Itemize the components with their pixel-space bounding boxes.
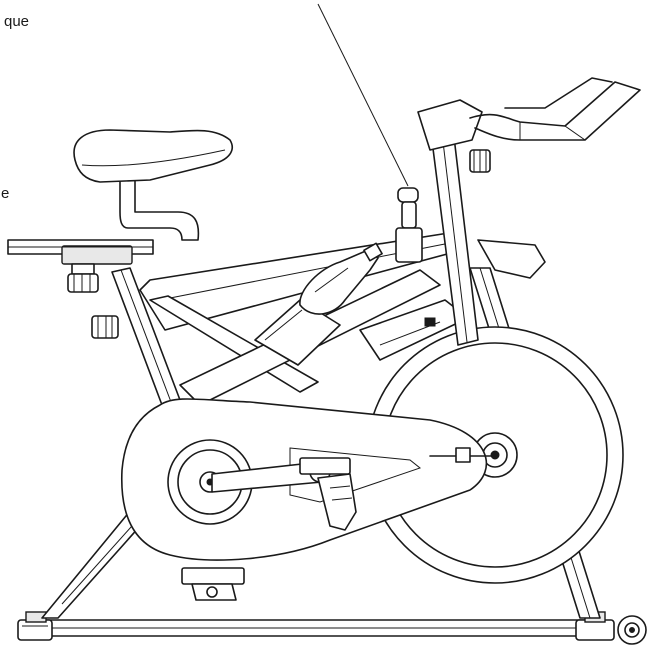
seat-post-knob — [91, 315, 119, 339]
transport-wheel — [617, 615, 647, 645]
seat-stem — [119, 179, 200, 241]
bottle-holder — [254, 299, 341, 366]
rear-foot — [17, 611, 53, 641]
handlebar-knob — [469, 149, 491, 173]
callout-leader-line — [317, 3, 409, 187]
crank-hub — [167, 439, 253, 525]
seat-slider — [7, 239, 154, 265]
handlebar — [417, 77, 641, 151]
callout-label-top: que — [4, 13, 30, 30]
water-bottle — [299, 242, 383, 315]
pedal — [299, 457, 357, 531]
callout-label-side: e — [1, 185, 10, 202]
seat-slider-knob — [67, 263, 99, 293]
lower-pedal — [181, 567, 245, 601]
front-guard — [477, 239, 546, 279]
base-bar — [37, 619, 594, 637]
resistance-knob — [395, 187, 423, 263]
tension-bolt — [455, 447, 471, 463]
saddle — [73, 129, 234, 183]
